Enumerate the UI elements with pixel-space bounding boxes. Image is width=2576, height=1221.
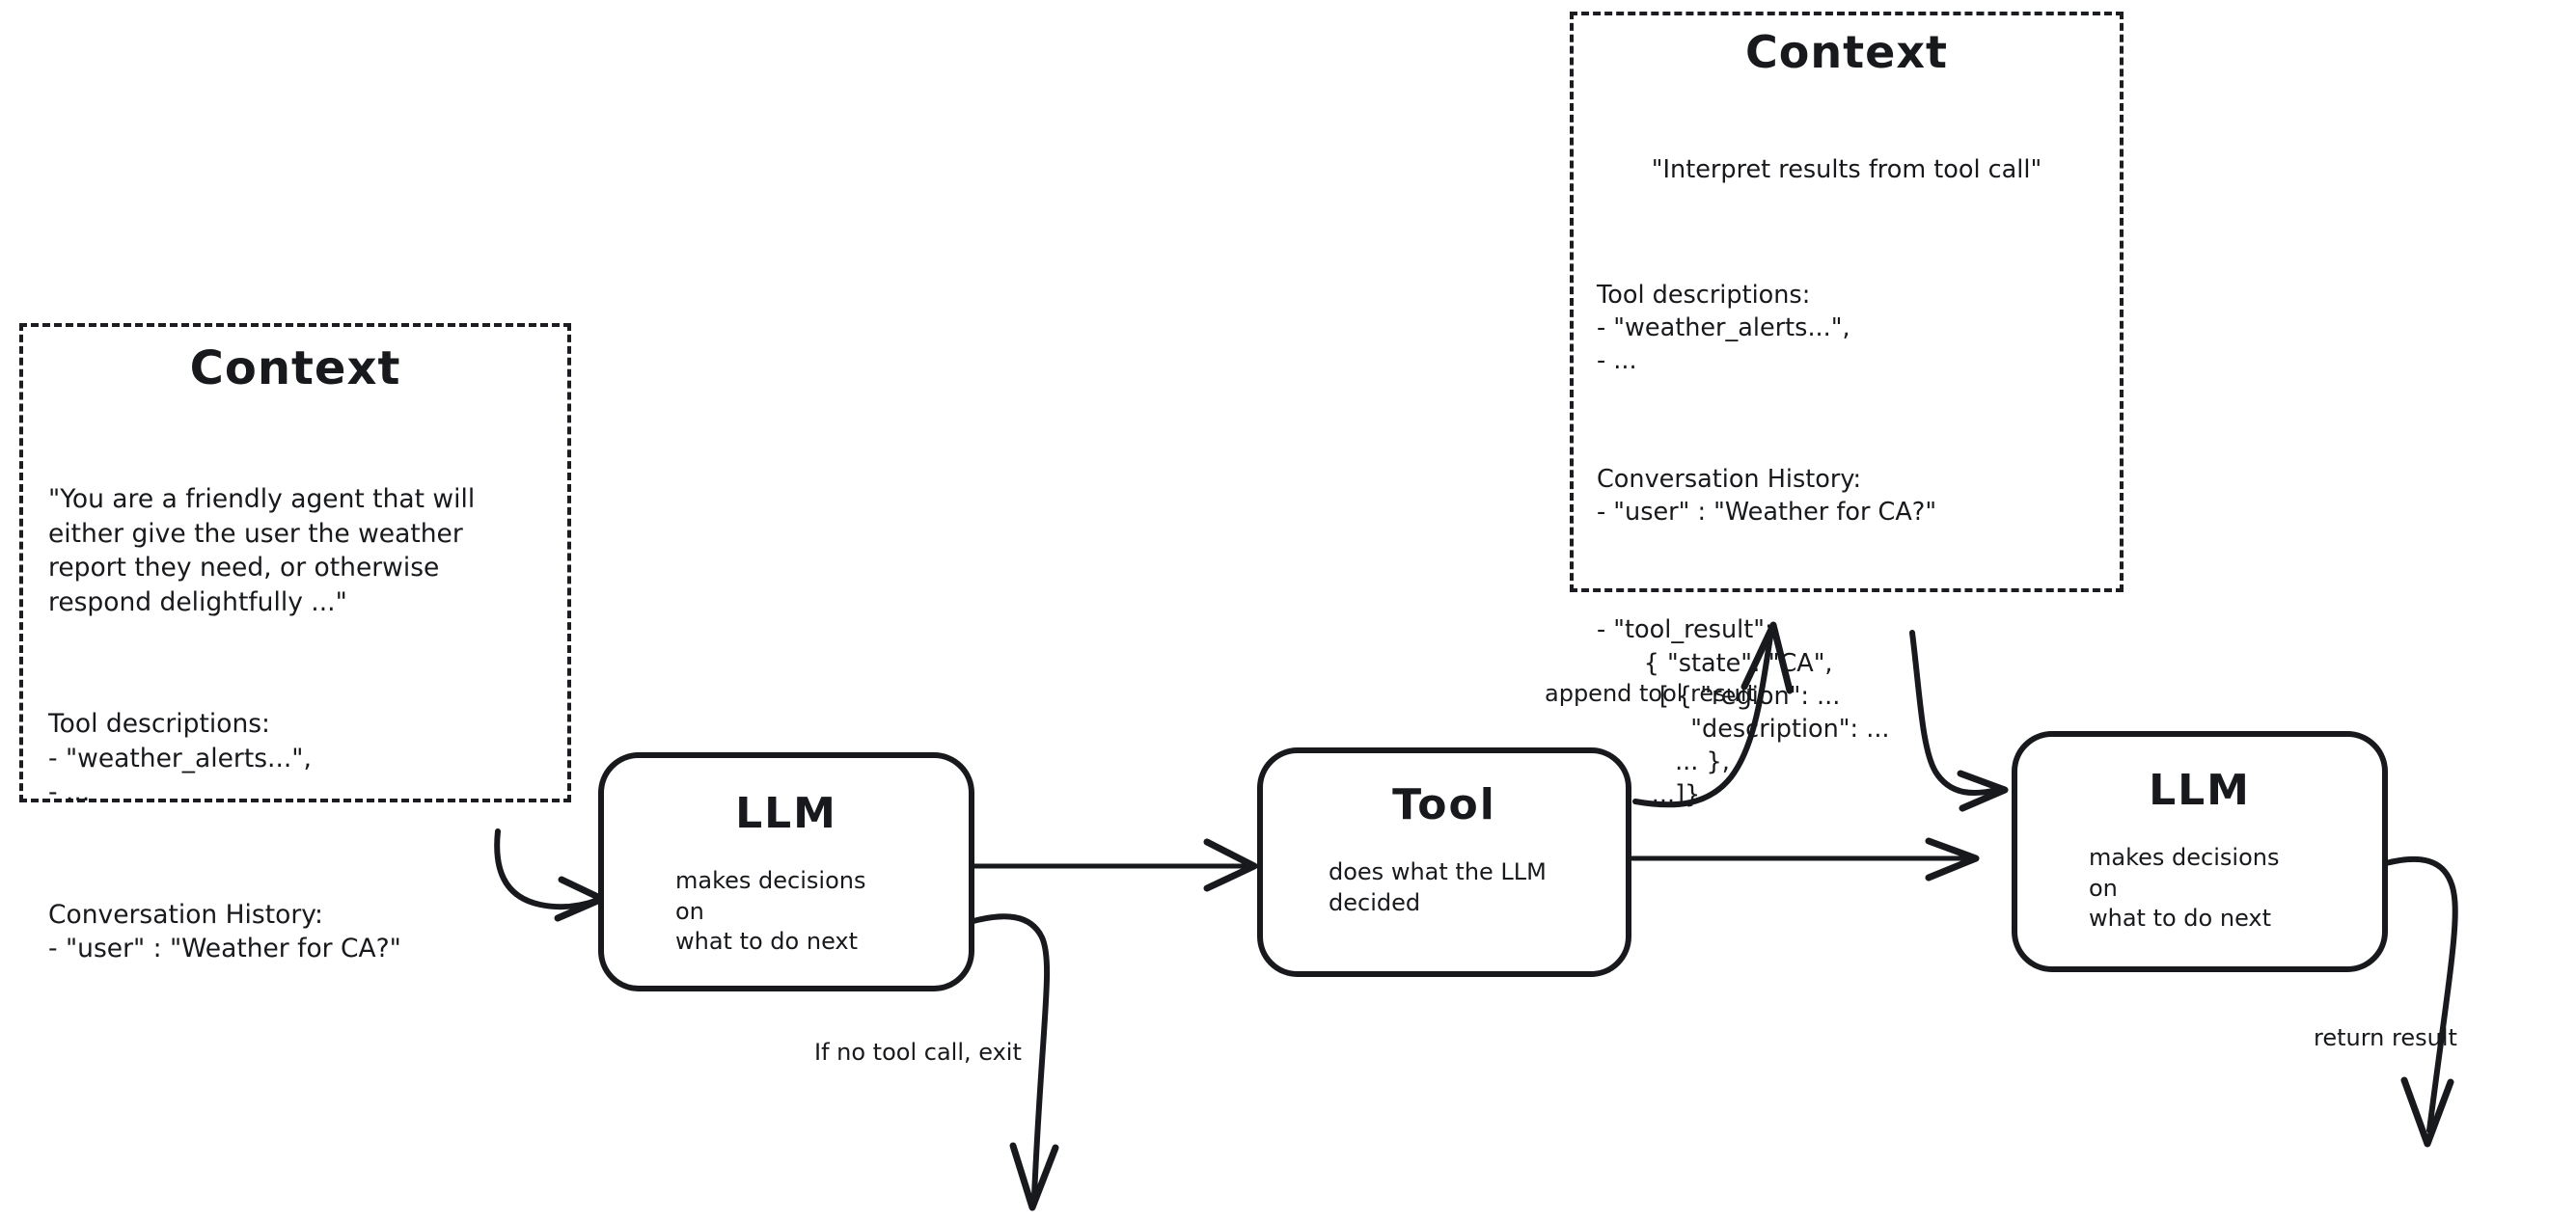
context-left-title: Context	[189, 341, 401, 395]
context-right-tool-descriptions: Tool descriptions: - "weather_alerts..."…	[1597, 281, 1850, 376]
context-right-system-prompt: "Interpret results from tool call"	[1651, 154, 2042, 184]
edge-label-if-no-tool-call-exit: If no tool call, exit	[814, 1039, 1022, 1066]
node-tool-subtitle: does what the LLM decided	[1329, 858, 1547, 916]
edge-label-return-result: return result	[2314, 1024, 2457, 1051]
node-llm-first-title: LLM	[735, 789, 837, 838]
edge-label-append-tool-result: append tool result	[1545, 680, 1756, 707]
context-right-tool-result: - "tool_result": { "state": "CA", [ { "r…	[1597, 615, 1890, 810]
context-box-right: Context "Interpret results from tool cal…	[1570, 12, 2124, 809]
context-box-left: Context "You are a friendly agent that w…	[19, 323, 571, 963]
context-right-conversation-history: Conversation History: - "user" : "Weathe…	[1597, 464, 1937, 528]
node-llm-first-subtitle: makes decisions on what to do next	[675, 867, 866, 956]
context-right-body: "Interpret results from tool call" Tool …	[1597, 87, 2096, 877]
edge-llm-to-tool-arrow	[969, 838, 1258, 892]
node-tool: Tool does what the LLM decided	[1257, 747, 1631, 977]
node-tool-title: Tool	[1392, 780, 1496, 829]
context-left-conversation-history: Conversation History: - "user" : "Weathe…	[48, 899, 401, 964]
node-llm-second: LLM makes decisions on what to do next	[2012, 731, 2388, 972]
context-right-title: Context	[1745, 26, 1948, 78]
context-left-system-prompt: "You are a friendly agent that will eith…	[48, 484, 476, 617]
edge-return-result-arrow	[2383, 855, 2458, 1148]
context-left-body: "You are a friendly agent that will eith…	[48, 414, 542, 1035]
context-left-tool-descriptions: Tool descriptions: - "weather_alerts..."…	[48, 709, 312, 808]
node-llm-first: LLM makes decisions on what to do next	[598, 752, 974, 991]
node-llm-second-title: LLM	[2149, 766, 2251, 815]
node-llm-second-subtitle: makes decisions on what to do next	[2089, 844, 2280, 933]
